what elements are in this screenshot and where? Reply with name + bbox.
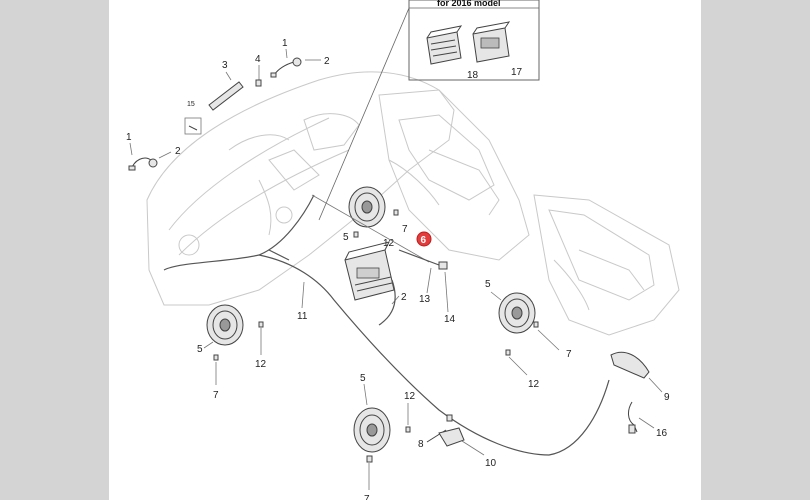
head-unit-17 — [472, 21, 511, 63]
callout-2-left[interactable]: 2 — [175, 146, 181, 157]
callout-12-lowerleft[interactable]: 12 — [255, 359, 267, 370]
callout-7-rear[interactable]: 7 — [566, 349, 572, 360]
callout-14[interactable]: 14 — [444, 314, 456, 325]
callout-12-rear[interactable]: 12 — [528, 379, 540, 390]
callout-2-head[interactable]: 2 — [401, 292, 407, 303]
callout-16[interactable]: 16 — [656, 428, 668, 439]
bottom-speaker: 5 12 8 10 7 — [353, 373, 497, 500]
parts-diagram: for 2016 model 18 17 1 2 3 4 15 — [126, 0, 680, 500]
lower-left-speaker: 5 7 12 — [197, 304, 267, 401]
part-group-top-left: 1 2 3 4 15 — [184, 38, 330, 135]
callout-1-top[interactable]: 1 — [282, 38, 288, 49]
antenna-9: 9 — [610, 351, 670, 403]
bolt-4 — [255, 79, 262, 87]
rear-door-outline — [533, 194, 680, 336]
callout-6-selected[interactable]: 6 — [416, 231, 432, 247]
tweeter-left — [148, 158, 158, 168]
callout-7-bottom[interactable]: 7 — [364, 494, 370, 500]
head-unit: 2 — [344, 241, 407, 326]
callout-11[interactable]: 11 — [297, 311, 308, 322]
front-door-outline — [378, 89, 530, 261]
sensor-15 — [184, 117, 202, 135]
inset-leader-line — [318, 7, 410, 221]
callout-12-bottom[interactable]: 12 — [404, 391, 416, 402]
rear-door-speaker: 5 7 12 — [485, 279, 572, 390]
callout-6[interactable]: 6 — [421, 235, 427, 246]
callout-8[interactable]: 8 — [418, 439, 424, 450]
callout-5-front[interactable]: 5 — [343, 232, 349, 243]
callout-5-bottom[interactable]: 5 — [360, 373, 366, 384]
callout-1-left[interactable]: 1 — [126, 132, 132, 143]
connector-10 — [438, 427, 465, 447]
callout-15[interactable]: 15 — [187, 101, 195, 108]
callout-7-front[interactable]: 7 — [402, 224, 408, 235]
dashboard-outline — [146, 71, 455, 306]
antenna-lead-13: 13 14 — [398, 249, 456, 325]
inset-2016-model: for 2016 model 18 17 — [318, 0, 540, 221]
main-harness-11: 11 — [163, 194, 610, 456]
inset-title: for 2016 model — [437, 0, 501, 8]
part-group-left-tweeter: 1 2 — [126, 132, 181, 171]
callout-7-lowerleft[interactable]: 7 — [213, 390, 219, 401]
front-door-speaker: 7 5 12 — [311, 186, 430, 263]
callout-9[interactable]: 9 — [664, 392, 670, 403]
head-unit-18 — [426, 25, 463, 65]
callout-4[interactable]: 4 — [255, 54, 261, 65]
callout-18[interactable]: 18 — [467, 70, 479, 81]
tweeter-top — [292, 57, 302, 67]
callout-17[interactable]: 17 — [511, 67, 523, 78]
callout-13[interactable]: 13 — [419, 294, 431, 305]
callout-5-rear[interactable]: 5 — [485, 279, 491, 290]
callout-10[interactable]: 10 — [485, 458, 497, 469]
tweeter-cable-top — [273, 61, 295, 76]
speaker-grille-bar — [208, 81, 244, 111]
callout-3[interactable]: 3 — [222, 60, 228, 71]
callout-5-lowerleft[interactable]: 5 — [197, 344, 203, 355]
bracket-16: 16 — [628, 401, 668, 439]
diagram-sheet: for 2016 model 18 17 1 2 3 4 15 — [109, 0, 701, 500]
callout-2-top[interactable]: 2 — [324, 56, 330, 67]
